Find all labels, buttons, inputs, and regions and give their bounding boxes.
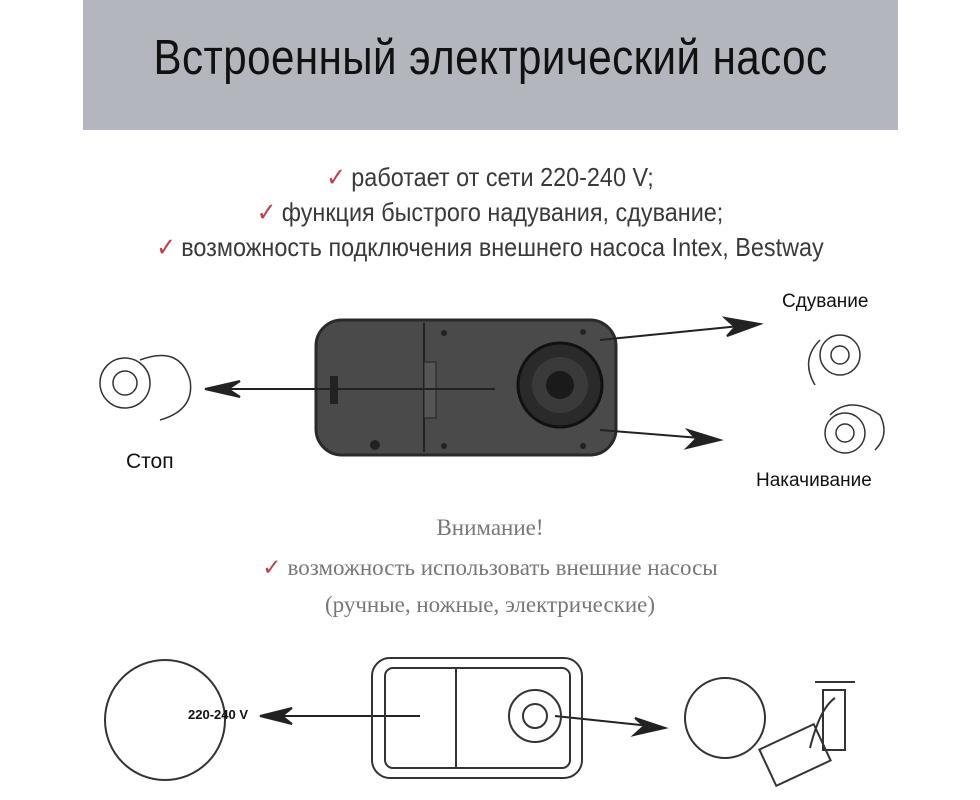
feature-item: ✓работает от сети 220-240 V; [326, 162, 654, 192]
notice-title: Внимание! [436, 515, 544, 540]
voltage-label: 220-240 V [188, 707, 248, 722]
pump-device-photo [314, 318, 618, 457]
deflate-label: Сдувание [782, 291, 869, 312]
header-banner: Встроенный электрический насос [83, 0, 898, 130]
checkmark-icon: ✓ [326, 162, 346, 192]
page-title: Встроенный электрический насос [153, 31, 828, 85]
notice-line: (ручные, ножные, электрические) [324, 592, 656, 617]
feature-item: ✓функция быстрого надувания, сдувание; [256, 197, 724, 227]
feature-item: ✓возможность подключения внешнего насоса… [156, 232, 824, 262]
notice-line: ✓возможность использовать внешние насосы [262, 555, 718, 580]
checkmark-icon: ✓ [262, 555, 282, 580]
inflate-label: Накачивание [756, 470, 872, 491]
checkmark-icon: ✓ [256, 197, 277, 227]
stop-label: Стоп [126, 450, 174, 473]
valve-hand-sketch [99, 334, 885, 454]
pump-line-drawing [104, 657, 855, 788]
checkmark-icon: ✓ [156, 232, 176, 262]
